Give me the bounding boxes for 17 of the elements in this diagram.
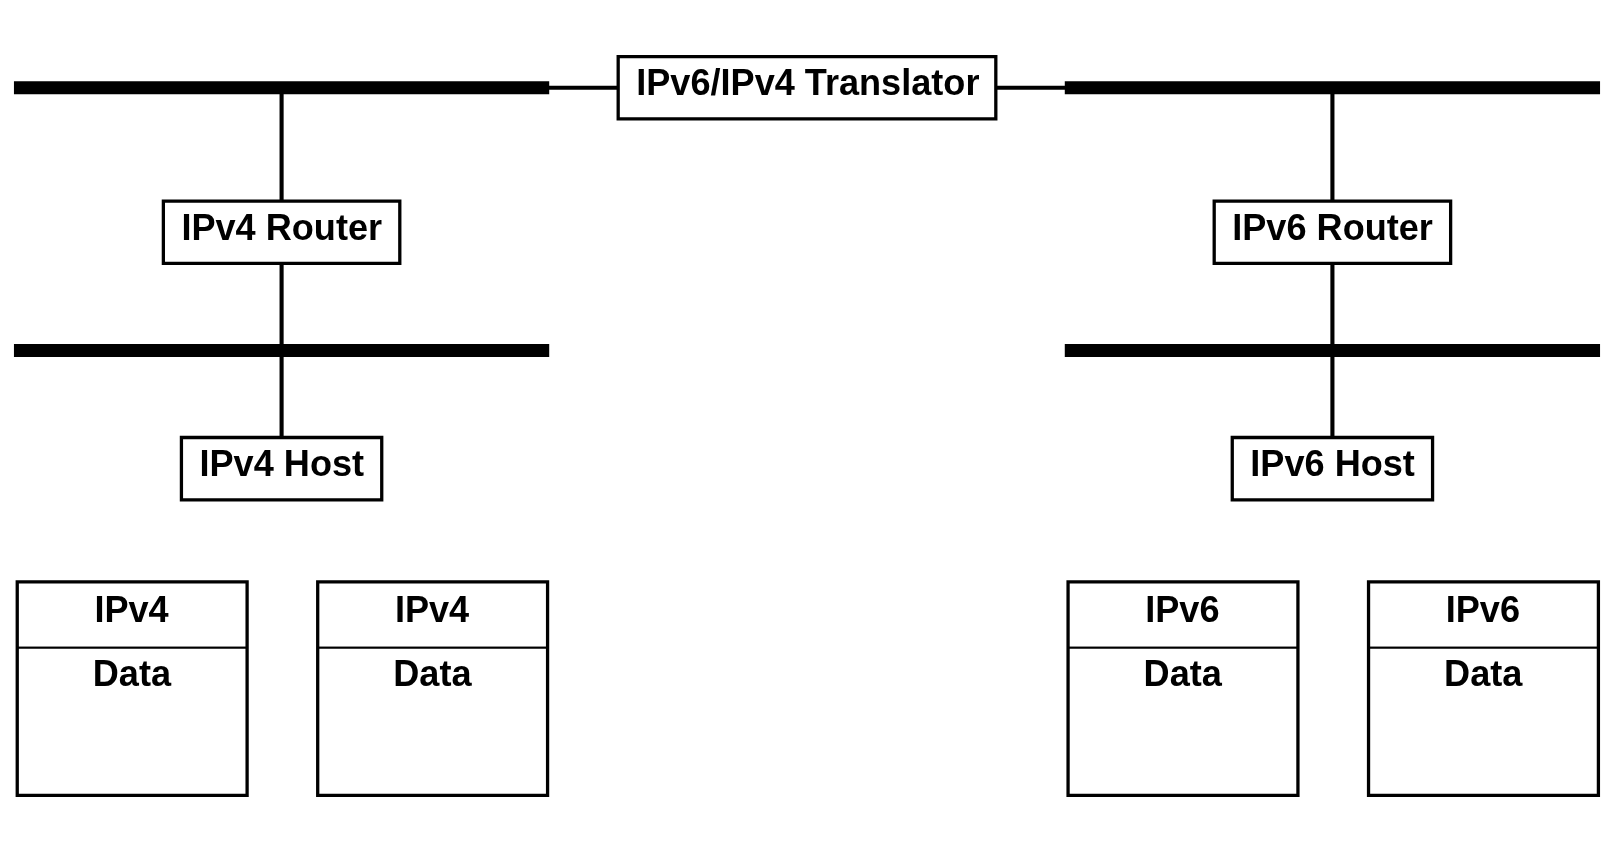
connector <box>1330 93 1335 202</box>
node-bar <box>1064 81 1601 95</box>
node-bar <box>1064 343 1601 358</box>
node-box: IPv4 Host <box>179 435 384 502</box>
connector <box>279 355 284 438</box>
node-bar <box>13 81 550 95</box>
node-bar <box>13 343 550 358</box>
connector <box>279 263 284 346</box>
node-box: IPv6 Host <box>1230 435 1435 502</box>
connector <box>548 85 619 90</box>
connector <box>279 93 284 202</box>
node-box: IPv4 Router <box>161 199 402 266</box>
connector <box>995 85 1066 90</box>
connector <box>1330 263 1335 346</box>
connector <box>1330 355 1335 438</box>
node-box: IPv6 Router <box>1212 199 1453 266</box>
node-box: IPv6/IPv4 Translator <box>616 54 998 121</box>
